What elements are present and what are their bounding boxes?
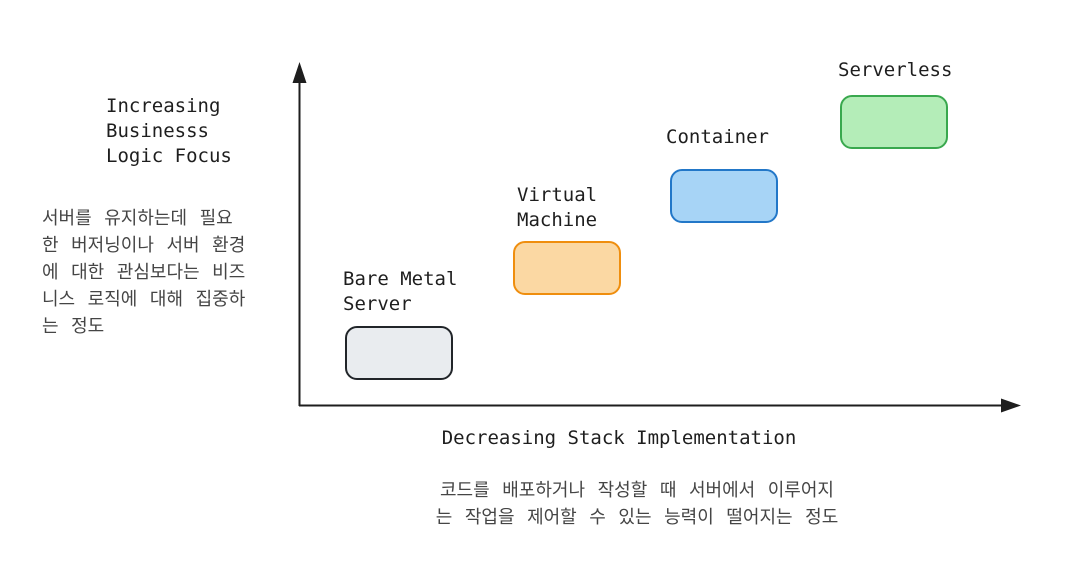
x-axis-label: Decreasing Stack Implementation bbox=[441, 427, 797, 449]
x-axis-note-korean: 코드를 배포하거나 작성할 때 서버에서 이루어지 는 작업을 제어할 수 있는… bbox=[435, 480, 839, 527]
stage-label-container: Container bbox=[666, 126, 769, 148]
stage-box-serverless bbox=[840, 95, 948, 149]
stage-box-bare-metal-server bbox=[345, 326, 453, 380]
stage-label-virtual-machine: Virtual Machine bbox=[517, 184, 598, 231]
stage-box-virtual-machine bbox=[513, 241, 621, 295]
x-axis-arrow bbox=[299, 398, 1021, 413]
stage-label-bare-metal-server: Bare Metal Server bbox=[343, 268, 458, 315]
y-axis-label: Increasing Businesss Logic Focus bbox=[106, 95, 232, 167]
y-axis-note-korean: 서버를 유지하는데 필요 한 버저닝이나 서버 환경 에 대한 관심보다는 비즈… bbox=[42, 208, 246, 336]
stage-label-serverless: Serverless bbox=[838, 59, 953, 81]
y-axis-arrow bbox=[292, 62, 307, 406]
stage-box-container bbox=[670, 169, 778, 223]
